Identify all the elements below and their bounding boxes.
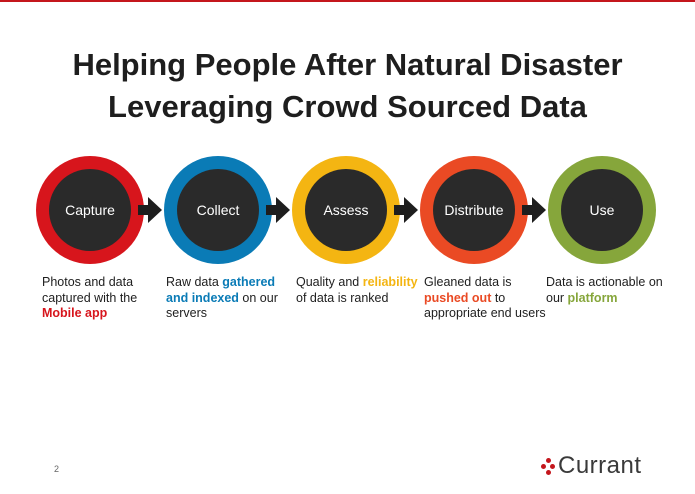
description-text: Gleaned data is (424, 275, 512, 289)
arrow-4-shaft (522, 205, 532, 215)
step-distribute-description: Gleaned data is pushed out to appropriat… (424, 275, 546, 322)
step-capture-label: Capture (65, 202, 115, 218)
description-text: Raw data (166, 275, 223, 289)
arrow-2-shaft (266, 205, 276, 215)
highlight-text: Mobile app (42, 306, 108, 320)
logo-wordmark: Currant (558, 452, 642, 479)
step-use-core: Use (561, 169, 643, 251)
arrow-right-icon (404, 197, 418, 223)
currant-dots-icon (541, 456, 555, 476)
top-rule (0, 0, 695, 2)
description-text: of data is ranked (296, 290, 389, 305)
description-text: to appropriate end users (424, 290, 546, 321)
step-capture-ring: Capture (36, 156, 144, 264)
highlight-text: gathered and indexed (166, 275, 276, 305)
step-use-ring: Use (548, 156, 656, 264)
step-assess-label: Assess (323, 202, 369, 218)
step-assess-description: Quality and reliability of data is ranke… (296, 275, 418, 306)
step-use-label: Use (589, 202, 615, 218)
step-capture-core: Capture (49, 169, 131, 251)
description-text: on our servers (166, 290, 278, 321)
currant-logo: Currant (541, 452, 642, 480)
title-line-1: Helping People After Natural Disaster (72, 47, 623, 82)
arrow-right-icon (532, 197, 546, 223)
step-collect-core: Collect (177, 169, 259, 251)
slide-title: Helping People After Natural Disaster Le… (0, 44, 695, 128)
step-collect-description: Raw data gathered and indexed on our ser… (166, 275, 288, 322)
step-use-description: Data is actionable on our platform (546, 275, 668, 306)
step-collect-label: Collect (196, 202, 240, 218)
arrow-1-shaft (138, 205, 148, 215)
description-text: Data is actionable on our (546, 275, 663, 305)
highlight-text: platform (567, 290, 618, 305)
description-text: Quality and (296, 275, 363, 289)
step-distribute-ring: Distribute (420, 156, 528, 264)
highlight-text: reliability (362, 275, 418, 289)
step-collect-ring: Collect (164, 156, 272, 264)
arrow-3-shaft (394, 205, 404, 215)
description-text: Photos and data captured with the (42, 275, 138, 305)
step-distribute-core: Distribute (433, 169, 515, 251)
arrow-right-icon (276, 197, 290, 223)
step-assess-core: Assess (305, 169, 387, 251)
highlight-text: pushed out (424, 290, 492, 305)
step-distribute-label: Distribute (444, 202, 504, 218)
page-number: 2 (54, 464, 60, 474)
step-capture-description: Photos and data captured with the Mobile… (42, 275, 164, 322)
title-line-2: Leveraging Crowd Sourced Data (108, 89, 587, 124)
step-assess-ring: Assess (292, 156, 400, 264)
arrow-right-icon (148, 197, 162, 223)
